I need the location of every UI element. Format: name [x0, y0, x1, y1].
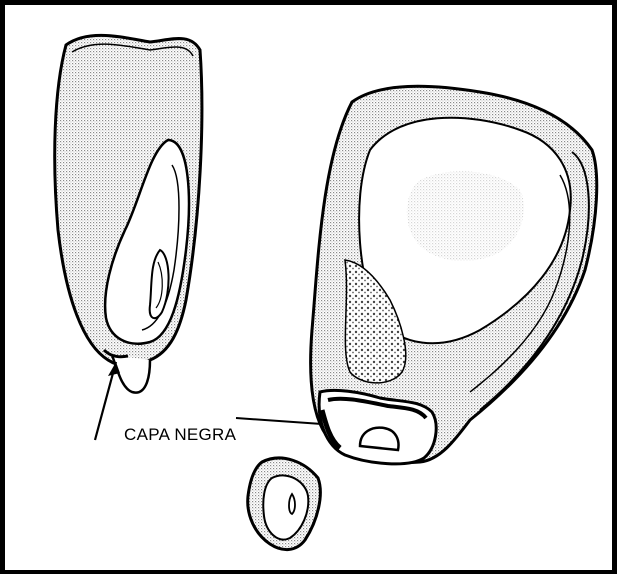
- kernel-side-view: [55, 35, 202, 440]
- kernel-cut-view: [236, 86, 597, 464]
- capa-negra-label: CAPA NEGRA: [124, 425, 236, 445]
- kernel-small-section: [248, 458, 321, 550]
